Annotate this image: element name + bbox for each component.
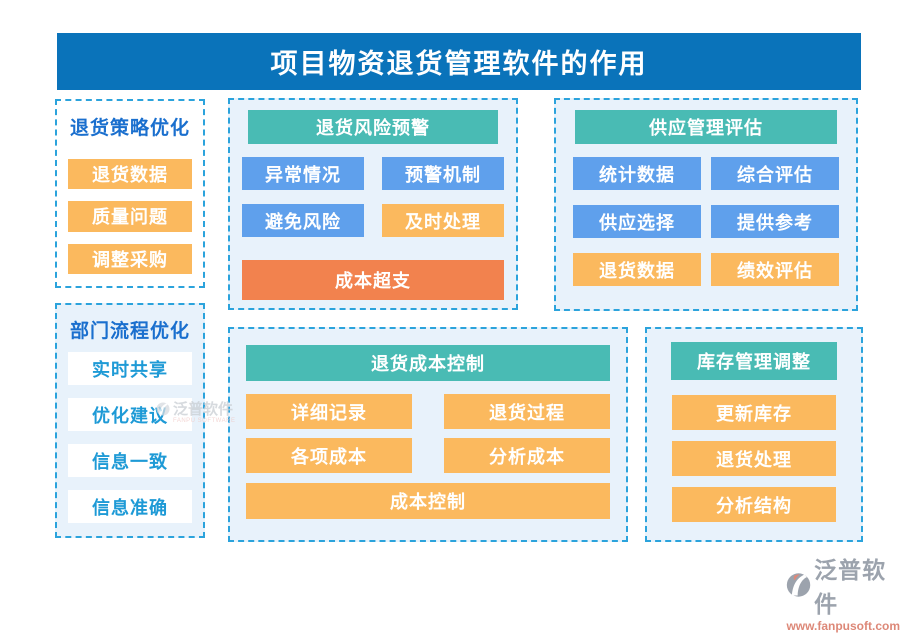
section-return-strategy: 退货策略优化 退货数据 质量问题 调整采购	[55, 99, 205, 288]
item-abnormal-situation: 异常情况	[242, 157, 364, 190]
item-return-process: 退货过程	[444, 394, 610, 429]
page-title: 项目物资退货管理软件的作用	[57, 33, 861, 90]
item-warning-mechanism: 预警机制	[382, 157, 504, 190]
section-return-strategy-title: 退货策略优化	[69, 118, 190, 139]
section-risk-warning-title: 退货风险预警	[248, 110, 498, 144]
section-cost-control-title: 退货成本控制	[246, 345, 610, 381]
section-inventory-adjustment: 库存管理调整 更新库存 退货处理 分析结构	[645, 327, 863, 542]
section-cost-control: 退货成本控制 详细记录 退货过程 各项成本 分析成本 成本控制	[228, 327, 628, 542]
fanpu-logo-name: 泛普软件	[814, 557, 887, 617]
section-department-process-title: 部门流程优化	[69, 321, 190, 342]
item-info-accurate: 信息准确	[68, 490, 192, 523]
item-return-handling: 退货处理	[672, 441, 836, 476]
section-supply-evaluation-title: 供应管理评估	[575, 110, 837, 144]
item-return-data: 退货数据	[68, 159, 192, 190]
section-inventory-adjustment-title: 库存管理调整	[671, 342, 837, 380]
risk-warning-grid: 异常情况 预警机制 避免风险 及时处理	[242, 157, 504, 251]
item-comprehensive-eval: 综合评估	[711, 157, 839, 190]
item-each-cost: 各项成本	[246, 438, 412, 473]
item-adjust-purchasing: 调整采购	[68, 243, 192, 274]
item-info-consistent: 信息一致	[68, 444, 192, 477]
section-department-process: 部门流程优化 实时共享 优化建议 信息一致 信息准确	[55, 303, 205, 538]
fanpu-logo-icon	[786, 573, 811, 597]
section-risk-warning: 退货风险预警 异常情况 预警机制 避免风险 及时处理 成本超支	[228, 98, 518, 310]
item-cost-control: 成本控制	[246, 483, 610, 519]
item-timely-handling: 及时处理	[382, 204, 504, 237]
item-return-data-2: 退货数据	[573, 253, 701, 286]
item-cost-overrun: 成本超支	[242, 260, 504, 300]
section-supply-evaluation: 供应管理评估 统计数据 综合评估 供应选择 提供参考 退货数据 绩效评估	[554, 98, 858, 311]
item-optimize-suggestion: 优化建议	[68, 398, 192, 431]
item-avoid-risk: 避免风险	[242, 204, 364, 237]
item-quality-issue: 质量问题	[68, 201, 192, 232]
cost-control-grid: 详细记录 退货过程 各项成本 分析成本	[246, 394, 610, 482]
item-detailed-record: 详细记录	[246, 394, 412, 429]
item-performance-eval: 绩效评估	[711, 253, 839, 286]
item-analyze-structure: 分析结构	[672, 487, 836, 522]
fanpu-logo-url: www.fanpusoft.com	[786, 619, 900, 633]
item-realtime-sharing: 实时共享	[68, 352, 192, 385]
item-update-inventory: 更新库存	[672, 395, 836, 430]
fanpu-logo: 泛普软件 www.fanpusoft.com	[786, 551, 900, 633]
item-supply-selection: 供应选择	[573, 205, 701, 238]
supply-evaluation-grid: 统计数据 综合评估 供应选择 提供参考 退货数据 绩效评估	[573, 157, 839, 301]
item-analyze-cost: 分析成本	[444, 438, 610, 473]
item-provide-reference: 提供参考	[711, 205, 839, 238]
item-statistics-data: 统计数据	[573, 157, 701, 190]
